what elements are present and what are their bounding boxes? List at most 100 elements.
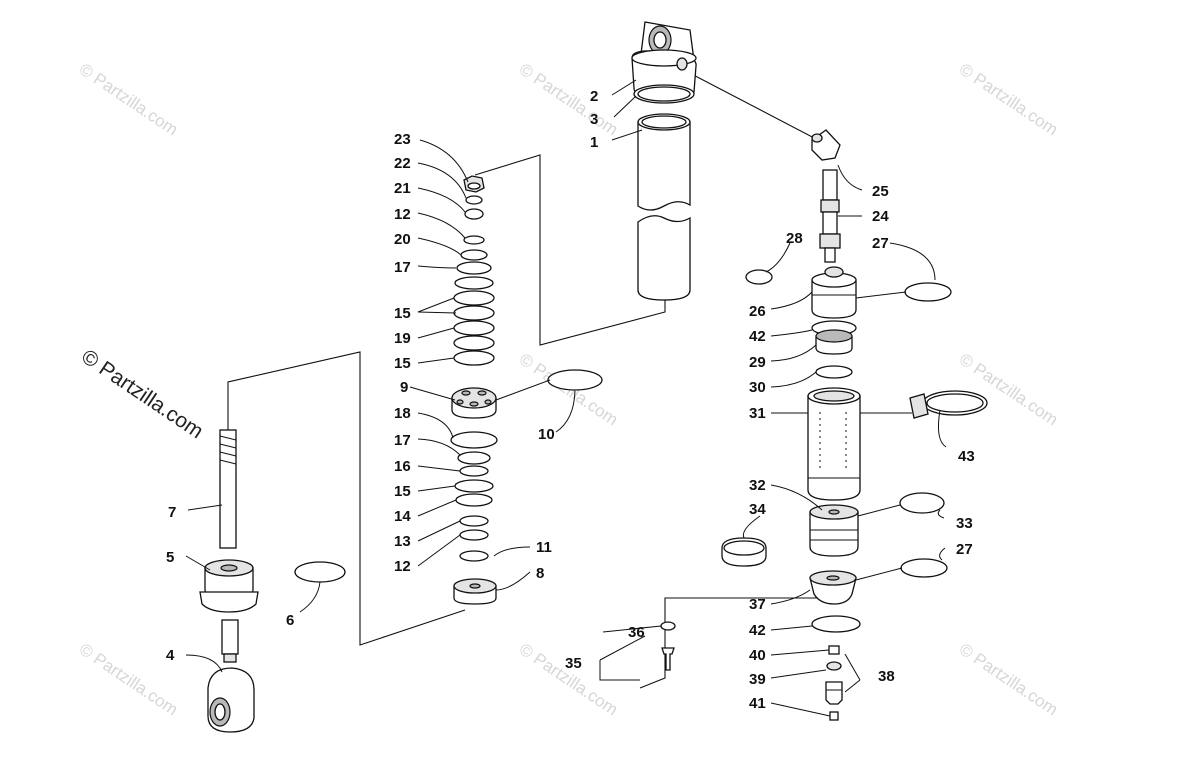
shim-part <box>454 276 494 290</box>
shim-part <box>460 249 488 261</box>
callout-15c: 15 <box>394 483 411 500</box>
callout-40: 40 <box>749 647 766 664</box>
callout-25: 25 <box>872 183 889 200</box>
callout-16: 16 <box>394 458 411 475</box>
piston-rod-part <box>219 429 237 549</box>
callout-27b: 27 <box>956 541 973 558</box>
bump-stop-part <box>453 578 497 605</box>
callout-21: 21 <box>394 180 411 197</box>
lower-o-ring-part <box>900 558 948 578</box>
callout-8: 8 <box>536 565 544 582</box>
shaft-connector <box>227 351 466 646</box>
callout-37: 37 <box>749 596 766 613</box>
callout-36: 36 <box>628 624 645 641</box>
screw-parts <box>660 621 676 671</box>
shim-part <box>453 305 495 321</box>
callout-12a: 12 <box>394 206 411 223</box>
callout-labels: 1 2 3 4 5 6 7 8 9 10 11 12 12 13 14 15 1… <box>166 88 975 712</box>
callout-5: 5 <box>166 549 174 566</box>
callout-20: 20 <box>394 231 411 248</box>
large-o-ring-part <box>904 282 952 302</box>
callout-11: 11 <box>536 539 552 556</box>
callout-10: 10 <box>538 426 555 443</box>
callout-9: 9 <box>400 379 408 396</box>
shim-part <box>463 235 485 245</box>
split-ring-part <box>721 537 767 567</box>
shim-part <box>457 451 491 465</box>
shaft-assembly <box>199 429 346 733</box>
washer-part <box>464 208 484 220</box>
end-cap-part <box>809 570 857 605</box>
watermark-prominent: © Partzilla.com <box>77 345 207 443</box>
callout-15a: 15 <box>394 305 411 322</box>
callout-7: 7 <box>168 504 176 521</box>
retaining-ring-part <box>815 365 853 379</box>
small-o-ring-part <box>745 269 773 285</box>
callout-23: 23 <box>394 131 411 148</box>
connector-lines <box>227 67 836 689</box>
callout-31: 31 <box>749 405 766 422</box>
callout-24: 24 <box>872 208 889 225</box>
seal-head-part <box>199 559 259 613</box>
callout-6: 6 <box>286 612 294 629</box>
shim-part <box>450 431 498 449</box>
hose-fitting-part <box>819 169 841 263</box>
callout-17a: 17 <box>394 259 411 276</box>
bearing-part <box>815 329 853 355</box>
callout-17b: 17 <box>394 432 411 449</box>
nut-part <box>463 175 485 193</box>
shim-part <box>455 493 493 507</box>
piston-connector <box>474 154 666 346</box>
callout-2: 2 <box>590 88 598 105</box>
callout-32: 32 <box>749 477 766 494</box>
callout-14: 14 <box>394 508 411 525</box>
elbow-fitting-part <box>811 129 841 161</box>
callout-35: 35 <box>565 655 582 672</box>
leader-lines <box>185 79 947 717</box>
watermark-text: © Partzilla.com <box>956 640 1062 720</box>
callout-1: 1 <box>590 134 598 151</box>
washer-part <box>465 195 483 205</box>
mounting-clamp-part <box>909 390 988 419</box>
shim-part <box>454 479 494 493</box>
callout-26: 26 <box>749 303 766 320</box>
o-ring-part <box>633 84 695 104</box>
valve-stack-parts <box>825 645 843 721</box>
shock-body-assembly <box>631 21 697 301</box>
callout-29: 29 <box>749 354 766 371</box>
callout-38: 38 <box>878 668 895 685</box>
shim-part <box>453 320 495 336</box>
watermark-text: © Partzilla.com <box>516 60 622 140</box>
piston-part <box>451 387 497 419</box>
wear-band-part <box>899 492 945 514</box>
piston-shim-stack <box>450 175 603 605</box>
shock-body-tube <box>637 113 691 301</box>
valve-connector <box>679 67 819 141</box>
callout-4: 4 <box>166 647 175 664</box>
reservoir-body-tube <box>807 387 861 501</box>
shim-part <box>459 515 489 527</box>
callout-43: 43 <box>958 448 975 465</box>
shim-part <box>459 529 489 541</box>
callout-28: 28 <box>786 230 803 247</box>
callout-22: 22 <box>394 155 411 172</box>
callout-30: 30 <box>749 379 766 396</box>
callout-42a: 42 <box>749 328 766 345</box>
callout-34: 34 <box>749 501 766 518</box>
lower-eyelet-part <box>207 619 255 733</box>
shim-part <box>459 465 489 477</box>
callout-27a: 27 <box>872 235 889 252</box>
piston-band-part <box>547 369 603 391</box>
callout-13: 13 <box>394 533 411 550</box>
callout-3: 3 <box>590 111 598 128</box>
reservoir-assembly <box>660 129 988 721</box>
callout-12b: 12 <box>394 558 411 575</box>
seal-head-o-ring-part <box>294 561 346 583</box>
shim-part <box>456 261 492 275</box>
watermark-text: © Partzilla.com <box>76 60 182 140</box>
callout-15b: 15 <box>394 355 411 372</box>
watermark-text: © Partzilla.com <box>956 60 1062 140</box>
callout-19: 19 <box>394 330 411 347</box>
shim-part <box>453 290 495 306</box>
